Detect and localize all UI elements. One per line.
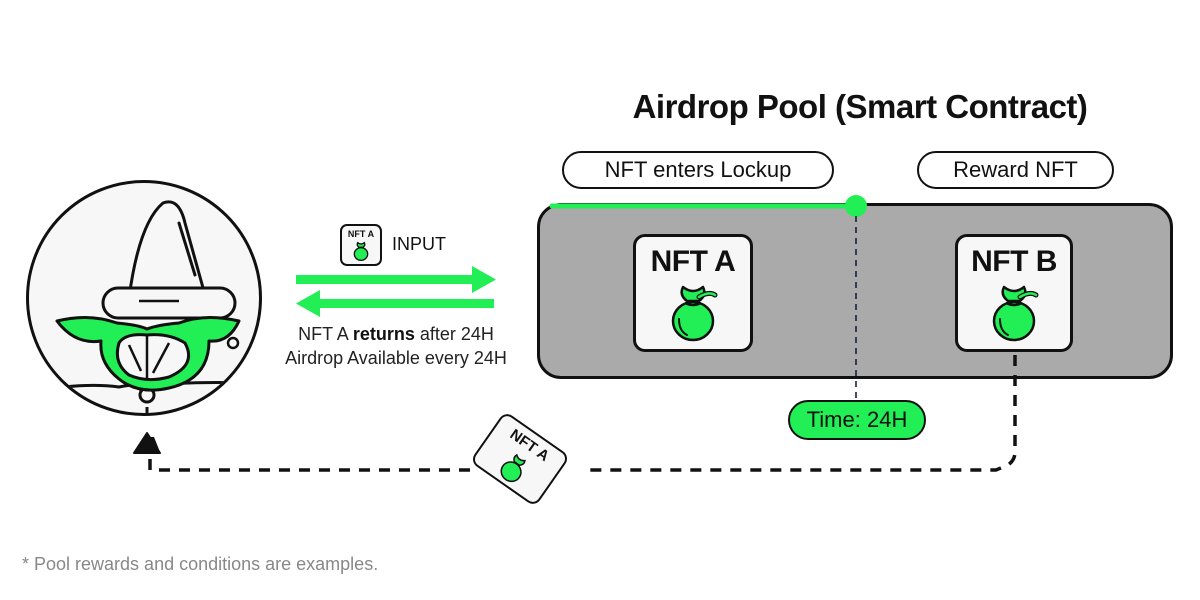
return-path-line (585, 355, 1017, 472)
nft-card-label: NFT B (971, 245, 1057, 278)
money-bag-icon (353, 241, 369, 261)
nft-card-label: NFT A (650, 245, 736, 278)
footnote: * Pool rewards and conditions are exampl… (22, 554, 379, 574)
diagram-title: Airdrop Pool (Smart Contract) (632, 88, 1088, 125)
input-label: INPUT (392, 234, 446, 254)
lockup-progress-marker (845, 195, 867, 217)
flow-caption: NFT A returns after 24H Airdrop Availabl… (260, 322, 532, 370)
returning-nft-card: NFT A (469, 410, 571, 508)
timer-badge: Time: 24H (788, 400, 926, 440)
lockup-stage-pill: NFT enters Lockup (562, 151, 834, 189)
user-avatar (26, 180, 262, 416)
money-bag-icon (500, 453, 526, 483)
nft-card-b: NFT B (955, 234, 1073, 352)
input-nft-card: NFT A (340, 224, 382, 266)
caption-line-airdrop: Airdrop Available every 24H (285, 348, 507, 368)
input-nft-card-label: NFT A (347, 229, 375, 239)
input-arrow-right (296, 266, 496, 293)
money-bag-icon (992, 285, 1039, 342)
return-path-line-left (148, 455, 470, 472)
wizard-goblin-avatar-icon (48, 200, 250, 413)
caption-line-returns: NFT A returns after 24H (298, 324, 494, 344)
nft-card-a: NFT A (633, 234, 753, 352)
reward-stage-pill: Reward NFT (917, 151, 1114, 189)
return-arrow-left (296, 290, 494, 317)
money-bag-icon (671, 285, 718, 342)
